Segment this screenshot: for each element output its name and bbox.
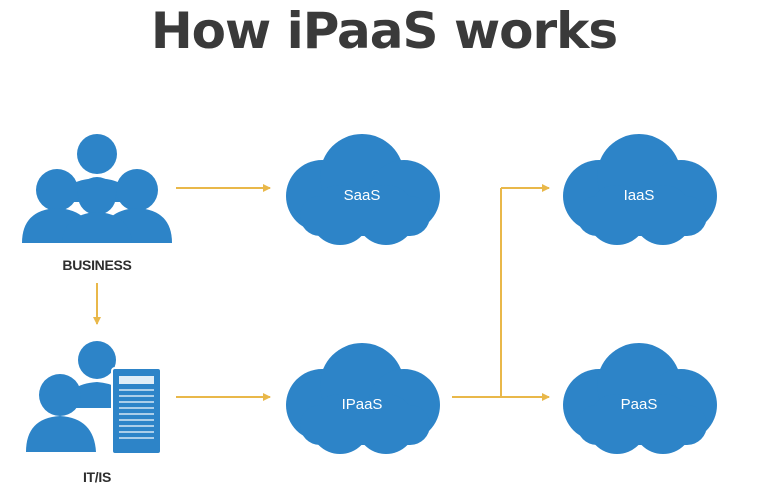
diagram-title: How iPaaS works xyxy=(150,2,618,60)
server-icon xyxy=(111,367,162,455)
paas-cloud: PaaS xyxy=(563,343,717,454)
itis-label: IT/IS xyxy=(83,469,111,485)
saas-label: SaaS xyxy=(344,187,381,204)
saas-cloud: SaaS xyxy=(286,134,440,245)
people-group-icon xyxy=(22,134,172,243)
person-with-server-icon xyxy=(26,341,162,455)
iaas-label: IaaS xyxy=(624,187,655,204)
business-label: BUSINESS xyxy=(62,257,131,273)
iaas-cloud: IaaS xyxy=(563,134,717,245)
ipaas-branch-connector xyxy=(452,184,550,401)
ipaas-label: IPaaS xyxy=(342,396,383,413)
ipaas-cloud: IPaaS xyxy=(286,343,440,454)
paas-label: PaaS xyxy=(621,396,658,413)
